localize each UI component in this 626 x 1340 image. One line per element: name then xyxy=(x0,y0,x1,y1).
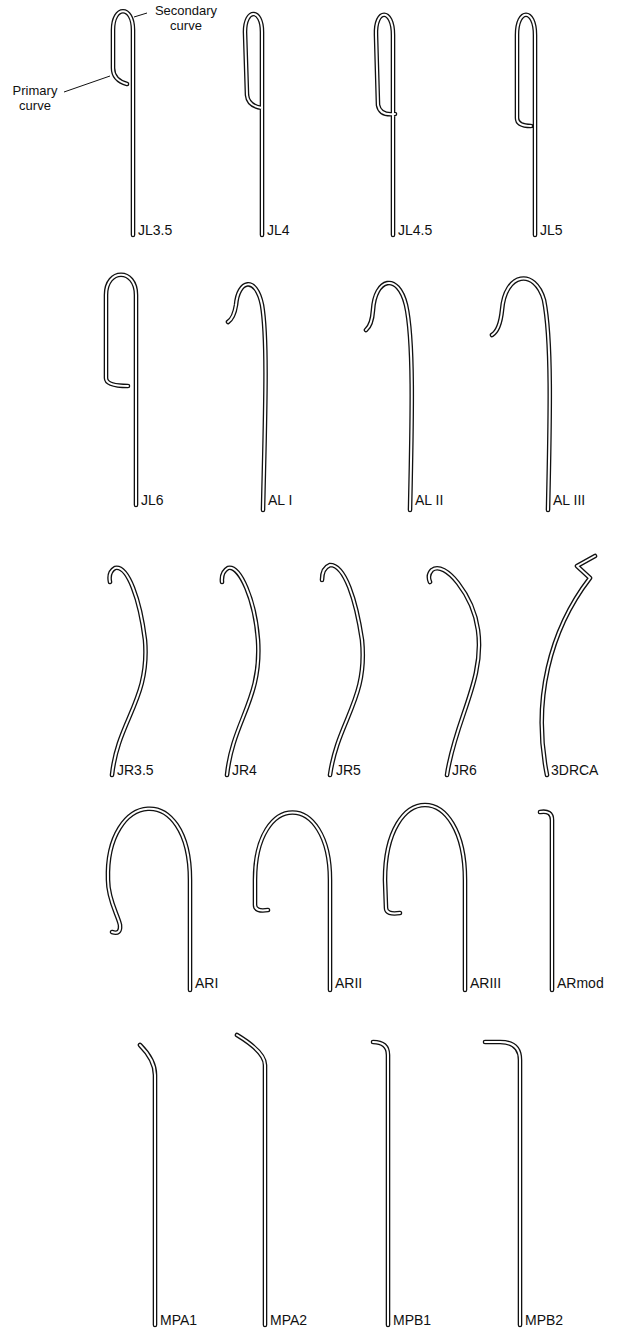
leader-line xyxy=(64,76,110,92)
part-name: Primary curve xyxy=(4,83,66,113)
catheter-label: JL4.5 xyxy=(398,222,432,238)
catheter-label: ARII xyxy=(335,975,362,991)
catheter-lumen xyxy=(106,11,595,1325)
catheter-label: ARI xyxy=(195,975,218,991)
catheter-label: MPB1 xyxy=(393,1312,431,1328)
catheter-label: JR5 xyxy=(336,762,361,778)
catheter-label: JR3.5 xyxy=(117,762,154,778)
catheter-label: ARmod xyxy=(557,975,604,991)
catheter-label: MPA1 xyxy=(160,1312,197,1328)
catheter-label: JL4 xyxy=(267,222,290,238)
part-name: Secondary curve xyxy=(149,3,223,33)
leader-line xyxy=(134,13,147,17)
catheter-label: MPA2 xyxy=(270,1312,307,1328)
catheter-label: MPB2 xyxy=(525,1312,563,1328)
catheter-outline xyxy=(106,11,595,1325)
catheter-label: JR6 xyxy=(452,762,477,778)
catheter-label: AL III xyxy=(553,492,585,508)
catheter-label: JL3.5 xyxy=(138,222,172,238)
catheter-label: ARIII xyxy=(470,975,501,991)
catheter-label: AL II xyxy=(415,492,443,508)
catheter-label: 3DRCA xyxy=(551,762,598,778)
catheter-label: AL I xyxy=(268,492,292,508)
catheter-label: JL6 xyxy=(141,492,164,508)
catheter-label: JL5 xyxy=(540,222,563,238)
catheter-label: JR4 xyxy=(232,762,257,778)
